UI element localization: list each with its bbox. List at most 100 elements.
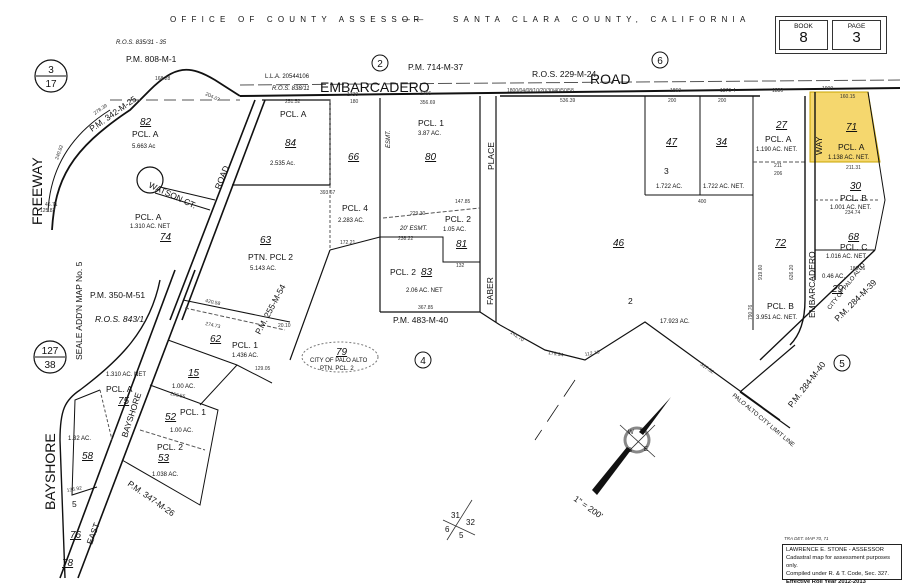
parcel-80[interactable]: PCL. 13.87 AC.80 bbox=[418, 118, 444, 163]
street-road: ROAD bbox=[590, 71, 630, 87]
svg-text:15: 15 bbox=[188, 368, 200, 379]
svg-text:5: 5 bbox=[459, 531, 464, 540]
svg-text:66: 66 bbox=[348, 152, 360, 163]
svg-text:58: 58 bbox=[82, 451, 94, 462]
svg-text:229.30: 229.30 bbox=[410, 211, 426, 217]
svg-text:46.71: 46.71 bbox=[45, 202, 58, 208]
east-bayshore-west-edge bbox=[59, 269, 176, 579]
parcel-78[interactable]: 78 bbox=[62, 558, 74, 569]
parcel-30-68-east bbox=[867, 91, 886, 251]
svg-text:179.94: 179.94 bbox=[548, 350, 564, 359]
svg-text:2.283 AC.: 2.283 AC. bbox=[338, 218, 365, 224]
watson-ct-line-south bbox=[154, 192, 211, 211]
freeway-boundary bbox=[51, 68, 241, 231]
parcel-81-boundary bbox=[380, 236, 480, 263]
svg-text:31: 31 bbox=[451, 511, 460, 520]
svg-text:181.36: 181.36 bbox=[850, 266, 866, 272]
svg-text:N: N bbox=[640, 429, 644, 435]
block-5[interactable]: 5 bbox=[833, 354, 851, 372]
svg-text:1870-4: 1870-4 bbox=[720, 88, 736, 94]
parcel-15[interactable]: 15 1.00 AC. bbox=[172, 368, 200, 390]
parcel-81[interactable]: PCL. 21.05 AC.81 bbox=[443, 214, 471, 250]
svg-text:W: W bbox=[628, 430, 634, 436]
svg-text:125.83: 125.83 bbox=[40, 208, 56, 214]
parcel-62-dash bbox=[184, 307, 286, 331]
map-ref-3-17[interactable]: 3 17 bbox=[34, 59, 68, 93]
svg-text:PCL. 1: PCL. 1 bbox=[232, 340, 258, 350]
svg-text:1.00 AC.: 1.00 AC. bbox=[172, 384, 195, 390]
svg-text:1.722 AC.: 1.722 AC. bbox=[656, 184, 683, 190]
parcel-34[interactable]: 341.722 AC. NET. bbox=[703, 137, 744, 190]
svg-text:234.74: 234.74 bbox=[845, 210, 861, 216]
watson-ct-line bbox=[159, 186, 216, 201]
block-6[interactable]: 6 bbox=[651, 51, 669, 69]
parcel-58[interactable]: 1.32 AC.58 bbox=[68, 436, 94, 462]
street-watson-ct: WATSON CT. bbox=[147, 180, 198, 211]
svg-text:1880: 1880 bbox=[772, 88, 783, 94]
svg-text:1.310 AC. NET: 1.310 AC. NET bbox=[130, 224, 170, 230]
svg-text:136.92: 136.92 bbox=[66, 485, 82, 494]
esmt-label: ESMT. bbox=[386, 130, 392, 148]
parcel-76[interactable]: 576 bbox=[70, 499, 82, 541]
map-ref-127-38[interactable]: 127 38 bbox=[33, 340, 67, 374]
pm-284-39-line bbox=[759, 249, 876, 361]
svg-text:P.M. 808-M-1: P.M. 808-M-1 bbox=[126, 54, 177, 64]
assessor-code: Compiled under R. & T. Code, Sec. 327. bbox=[786, 571, 890, 577]
svg-text:PCL. C: PCL. C bbox=[840, 242, 867, 252]
svg-text:17: 17 bbox=[45, 79, 57, 90]
svg-text:17.923 AC.: 17.923 AC. bbox=[660, 319, 690, 325]
svg-text:PCL. 4: PCL. 4 bbox=[342, 203, 368, 213]
svg-text:PCL. 1: PCL. 1 bbox=[418, 118, 444, 128]
svg-text:PCL. B: PCL. B bbox=[840, 193, 867, 203]
svg-text:200: 200 bbox=[668, 98, 677, 104]
parcel-52-53-boundary bbox=[121, 384, 219, 506]
svg-text:200: 200 bbox=[718, 98, 727, 104]
book-page-box: BOOK 8 PAGE 3 bbox=[775, 16, 887, 54]
svg-text:1.05 AC.: 1.05 AC. bbox=[443, 227, 466, 233]
parcel-71-highlight[interactable] bbox=[809, 91, 881, 163]
header-title: OFFICE OF COUNTY ASSESSOR bbox=[170, 15, 424, 24]
svg-text:SEALE ADD'N MAP No. 5: SEALE ADD'N MAP No. 5 bbox=[74, 261, 84, 360]
svg-text:P.M. 714-M-37: P.M. 714-M-37 bbox=[408, 62, 463, 72]
embarcadero-road-north-edge bbox=[239, 79, 901, 86]
city-limit-north bbox=[499, 321, 781, 421]
svg-text:27: 27 bbox=[775, 120, 788, 131]
page-cell: PAGE 3 bbox=[832, 20, 881, 50]
header-separator: —— bbox=[402, 15, 428, 24]
street-way: WAY bbox=[814, 136, 824, 155]
svg-text:317.02: 317.02 bbox=[699, 362, 715, 376]
block-2[interactable]: 2 bbox=[371, 54, 389, 72]
svg-text:79: 79 bbox=[336, 347, 348, 358]
svg-text:147.85: 147.85 bbox=[455, 199, 471, 205]
section-corner-icon: 31 32 6 5 bbox=[442, 499, 475, 541]
svg-text:72: 72 bbox=[775, 238, 787, 249]
svg-text:1.436 AC.: 1.436 AC. bbox=[232, 353, 259, 359]
svg-text:1.138 AC. NET.: 1.138 AC. NET. bbox=[828, 155, 869, 161]
svg-text:80: 80 bbox=[425, 152, 437, 163]
parcel-15-east bbox=[199, 364, 238, 406]
header-county: SANTA CLARA COUNTY, CALIFORNIA bbox=[453, 15, 751, 24]
pm-255-line bbox=[289, 249, 331, 361]
svg-text:211.31: 211.31 bbox=[846, 165, 861, 171]
block-4[interactable]: 4 bbox=[414, 351, 432, 369]
svg-text:PCL. A: PCL. A bbox=[280, 109, 307, 119]
